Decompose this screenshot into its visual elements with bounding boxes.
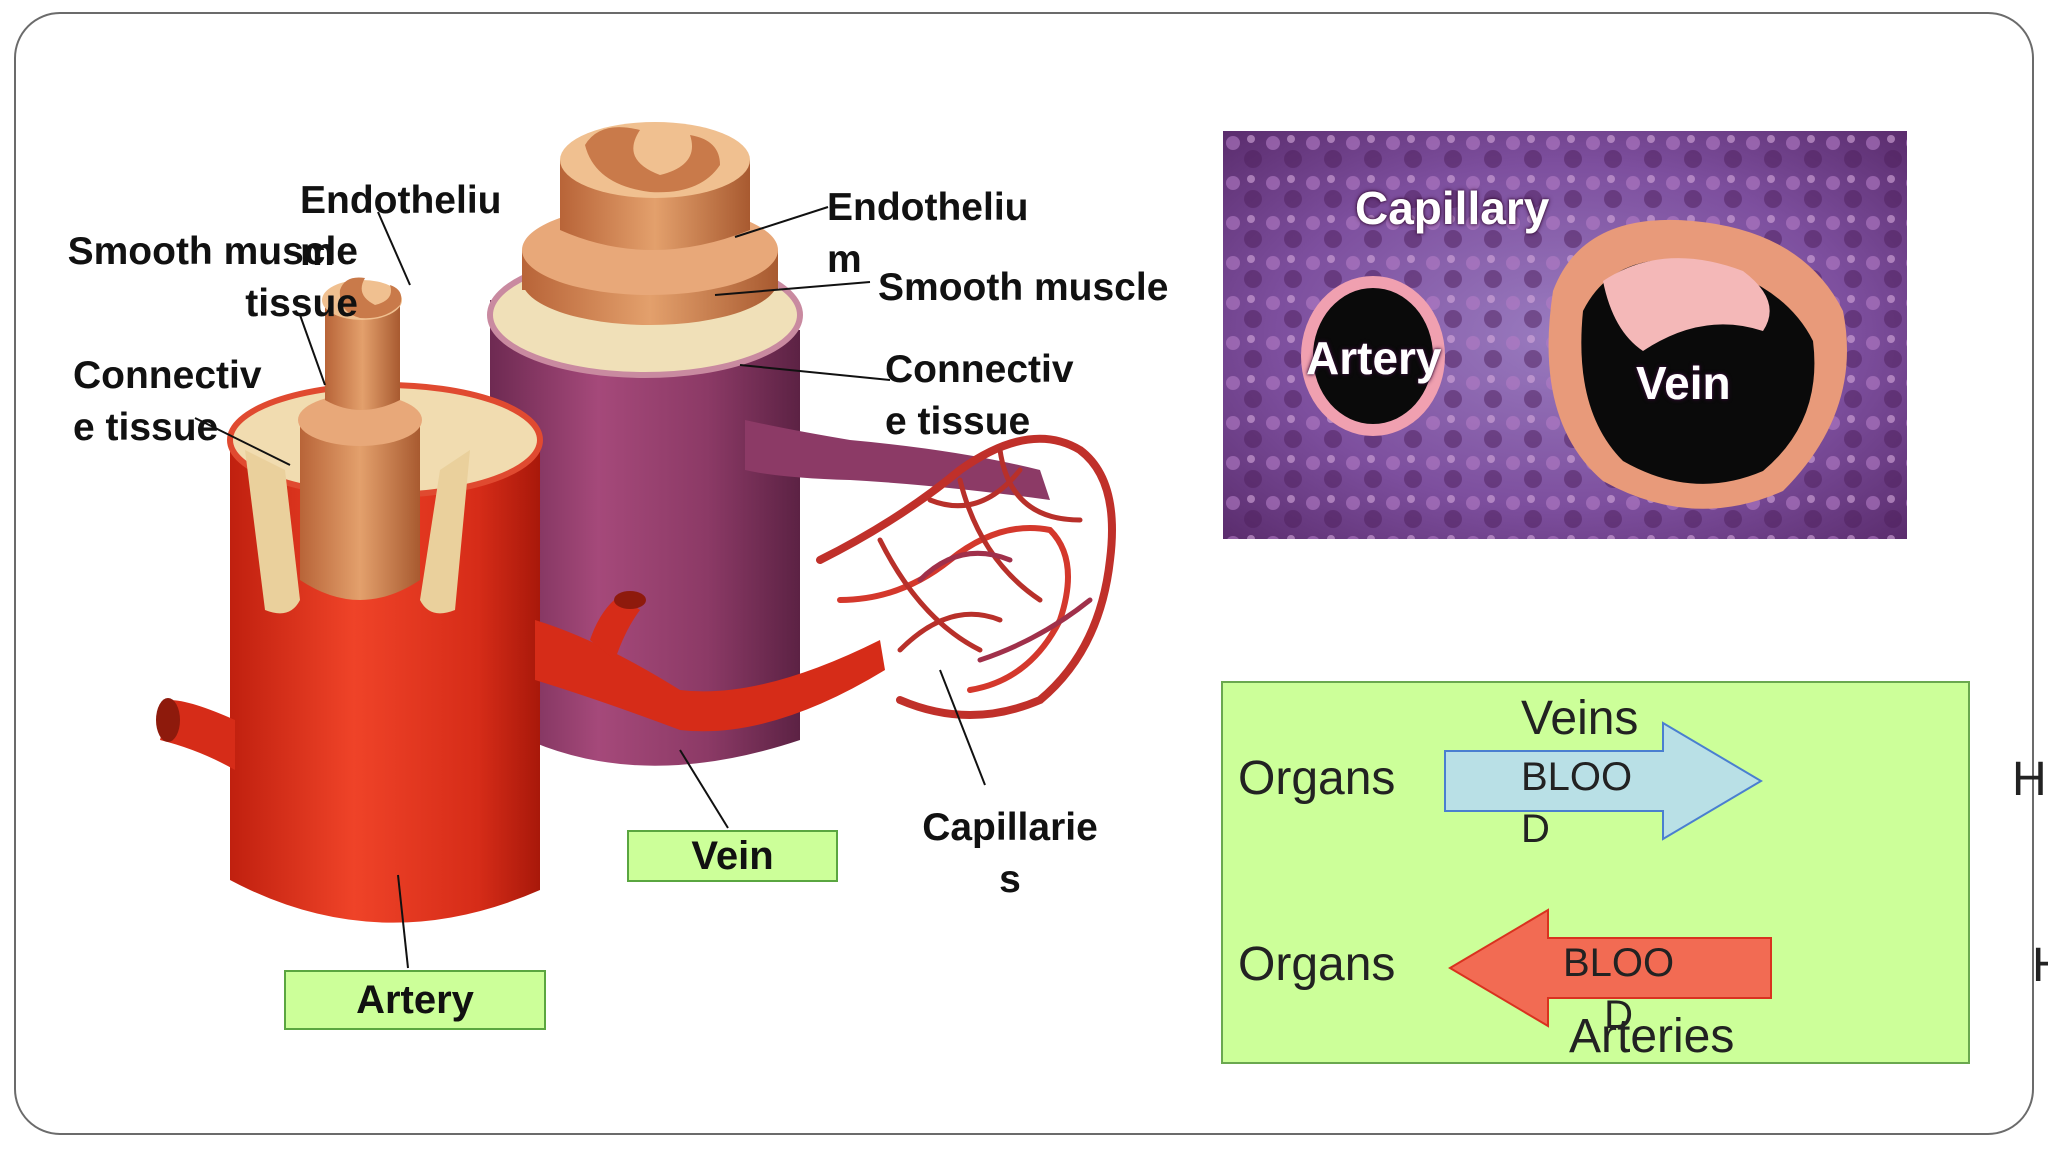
label-endothelium-artery: Endotheliu m bbox=[300, 179, 502, 274]
flow-organs-top: Organs bbox=[1238, 752, 1396, 805]
artery-illustration bbox=[156, 277, 885, 923]
label-capillaries: Capillarie s bbox=[922, 806, 1098, 901]
flow-heading-arteries: Arteries bbox=[1569, 1010, 1735, 1063]
flow-heading-veins: Veins bbox=[1521, 692, 1639, 745]
label-connective-tissue-vein: Connectiv e tissue bbox=[885, 348, 1074, 443]
blood-vessel-illustration bbox=[156, 122, 1116, 969]
blood-flow-panel: Veins Organs BLOO D Organs BLOO D Arteri… bbox=[1221, 681, 1970, 1064]
label-connective-tissue-artery: Connectiv e tissue bbox=[73, 354, 262, 449]
micrograph-image: Capillary Artery Vein bbox=[1223, 131, 1907, 539]
flow-organs-bottom: Organs bbox=[1238, 938, 1396, 991]
leader-lines bbox=[194, 206, 986, 969]
flow-blood-top: BLOO D bbox=[1521, 755, 1633, 851]
cut-off-text-top: H bbox=[2012, 753, 2047, 806]
capillary-network bbox=[816, 434, 1116, 719]
micrograph-label-capillary: Capillary bbox=[1355, 182, 1550, 234]
artery-label-box: Artery bbox=[284, 970, 546, 1030]
arrow-right-veins bbox=[1444, 721, 1763, 841]
label-endothelium-vein: Endotheliu m bbox=[827, 186, 1029, 281]
vein-label-box: Vein bbox=[627, 830, 838, 882]
micrograph-label-artery: Artery bbox=[1306, 332, 1442, 384]
arrow-left-arteries bbox=[1448, 908, 1772, 1028]
label-smooth-muscle-artery: Smooth muscle tissue bbox=[67, 230, 358, 325]
micrograph-label-vein: Vein bbox=[1636, 357, 1731, 409]
cut-off-text-bottom: H bbox=[2032, 938, 2048, 993]
label-smooth-muscle-vein: Smooth muscle bbox=[878, 266, 1169, 309]
flow-blood-bottom: BLOO D bbox=[1563, 941, 1675, 1037]
